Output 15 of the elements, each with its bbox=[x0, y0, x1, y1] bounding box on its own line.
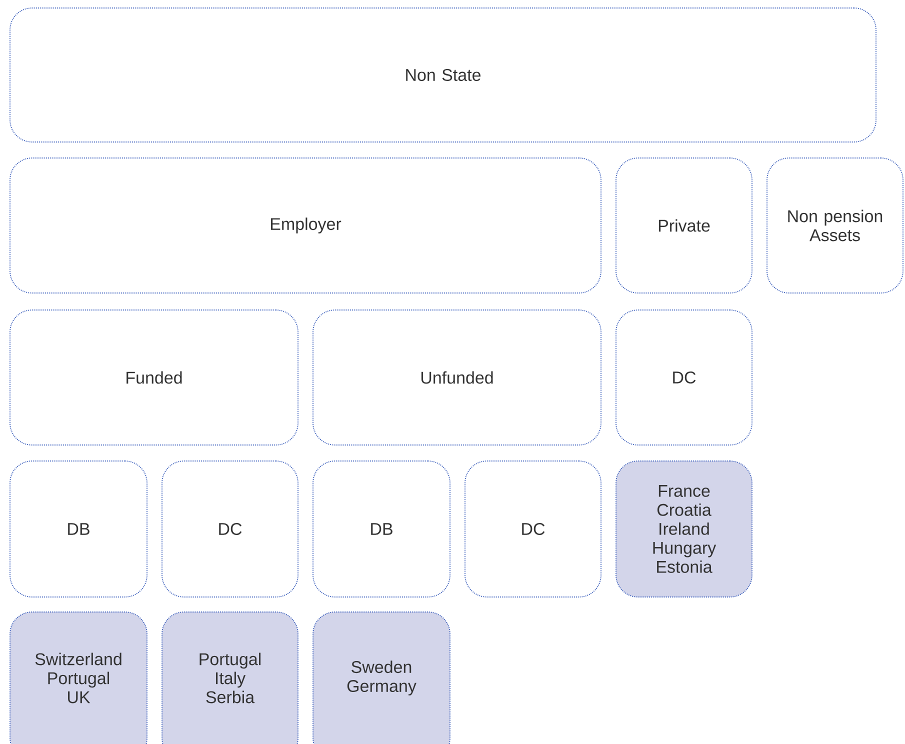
category-box: France Croatia Ireland Hungary Estonia bbox=[616, 460, 752, 598]
category-box: DC bbox=[464, 460, 602, 598]
category-box: Funded bbox=[10, 310, 298, 446]
category-box: Unfunded bbox=[312, 310, 602, 446]
category-box: Private bbox=[616, 158, 752, 294]
category-box: DB bbox=[10, 460, 148, 598]
category-box: Portugal Italy Serbia bbox=[162, 612, 298, 744]
category-box: Employer bbox=[10, 158, 602, 294]
category-box: DC bbox=[162, 460, 298, 598]
category-box: Non pension Assets bbox=[766, 158, 904, 294]
category-box: Sweden Germany bbox=[312, 612, 450, 744]
category-box: DB bbox=[312, 460, 450, 598]
category-box: DC bbox=[616, 310, 752, 446]
category-box: Switzerland Portugal UK bbox=[10, 612, 148, 744]
category-box: Non State bbox=[10, 8, 876, 142]
